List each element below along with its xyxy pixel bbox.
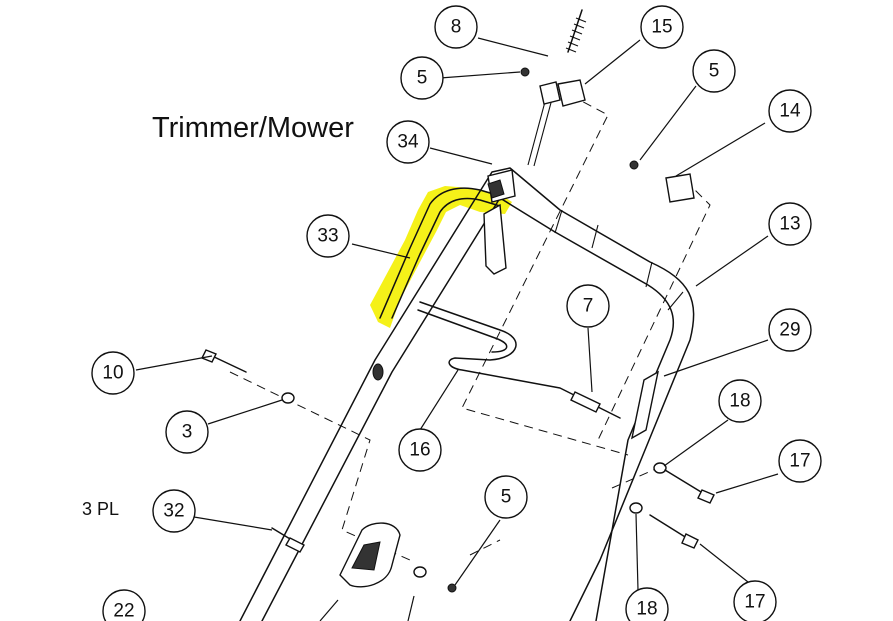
svg-text:18: 18 — [729, 391, 750, 412]
callout-29: 29 — [768, 308, 812, 352]
callout-17: 17 — [778, 439, 822, 483]
callout-5: 5 — [692, 49, 736, 93]
control-bar — [379, 187, 501, 319]
callout-7: 7 — [566, 284, 610, 328]
callout-13: 13 — [768, 202, 812, 246]
quantity-note: 3 PL — [82, 499, 119, 519]
svg-text:18: 18 — [636, 599, 657, 620]
lower-bracket — [339, 522, 457, 593]
svg-text:3: 3 — [182, 422, 193, 443]
bolts-17 — [629, 462, 715, 549]
callout-18: 18 — [625, 587, 669, 621]
cable-bracket-34 — [483, 169, 516, 275]
svg-text:5: 5 — [501, 487, 512, 508]
svg-text:5: 5 — [417, 68, 428, 89]
callout-16: 16 — [398, 428, 442, 472]
svg-text:10: 10 — [102, 363, 123, 384]
bolt-32 — [271, 527, 305, 553]
callout-5: 5 — [484, 475, 528, 519]
nut-icon — [520, 67, 530, 77]
callout-33: 33 — [306, 214, 350, 258]
svg-text:5: 5 — [709, 61, 720, 82]
svg-text:33: 33 — [317, 226, 338, 247]
svg-text:7: 7 — [583, 296, 594, 317]
svg-text:34: 34 — [397, 132, 419, 153]
callout-5: 5 — [400, 56, 444, 100]
svg-text:16: 16 — [409, 440, 430, 461]
callout-3: 3 — [165, 410, 209, 454]
callout-10: 10 — [91, 351, 135, 395]
svg-text:13: 13 — [779, 214, 800, 235]
svg-text:29: 29 — [779, 320, 800, 341]
callout-22: 22 — [102, 589, 146, 621]
cable-spring-8 — [527, 9, 587, 167]
callout-8: 8 — [434, 5, 478, 49]
callout-34: 34 — [386, 120, 430, 164]
svg-text:8: 8 — [451, 17, 462, 38]
callout-17: 17 — [733, 580, 777, 621]
svg-text:32: 32 — [163, 501, 184, 522]
callout-15: 15 — [640, 5, 684, 49]
drive-cable-7 — [417, 301, 621, 419]
cable-clip-14 — [629, 160, 695, 203]
svg-text:22: 22 — [113, 601, 134, 621]
upper-handle-tube — [239, 167, 695, 621]
svg-text:14: 14 — [779, 101, 801, 122]
svg-text:17: 17 — [789, 451, 810, 472]
callout-14: 14 — [768, 89, 812, 133]
diagram-title: Trimmer/Mower — [152, 112, 354, 144]
leader-lines — [135, 37, 779, 621]
bolt-10 — [201, 349, 384, 404]
callout-18: 18 — [718, 379, 762, 423]
svg-text:17: 17 — [744, 592, 765, 613]
callout-32: 32 — [152, 489, 196, 533]
svg-text:15: 15 — [651, 17, 672, 38]
spacer-29 — [631, 370, 659, 440]
